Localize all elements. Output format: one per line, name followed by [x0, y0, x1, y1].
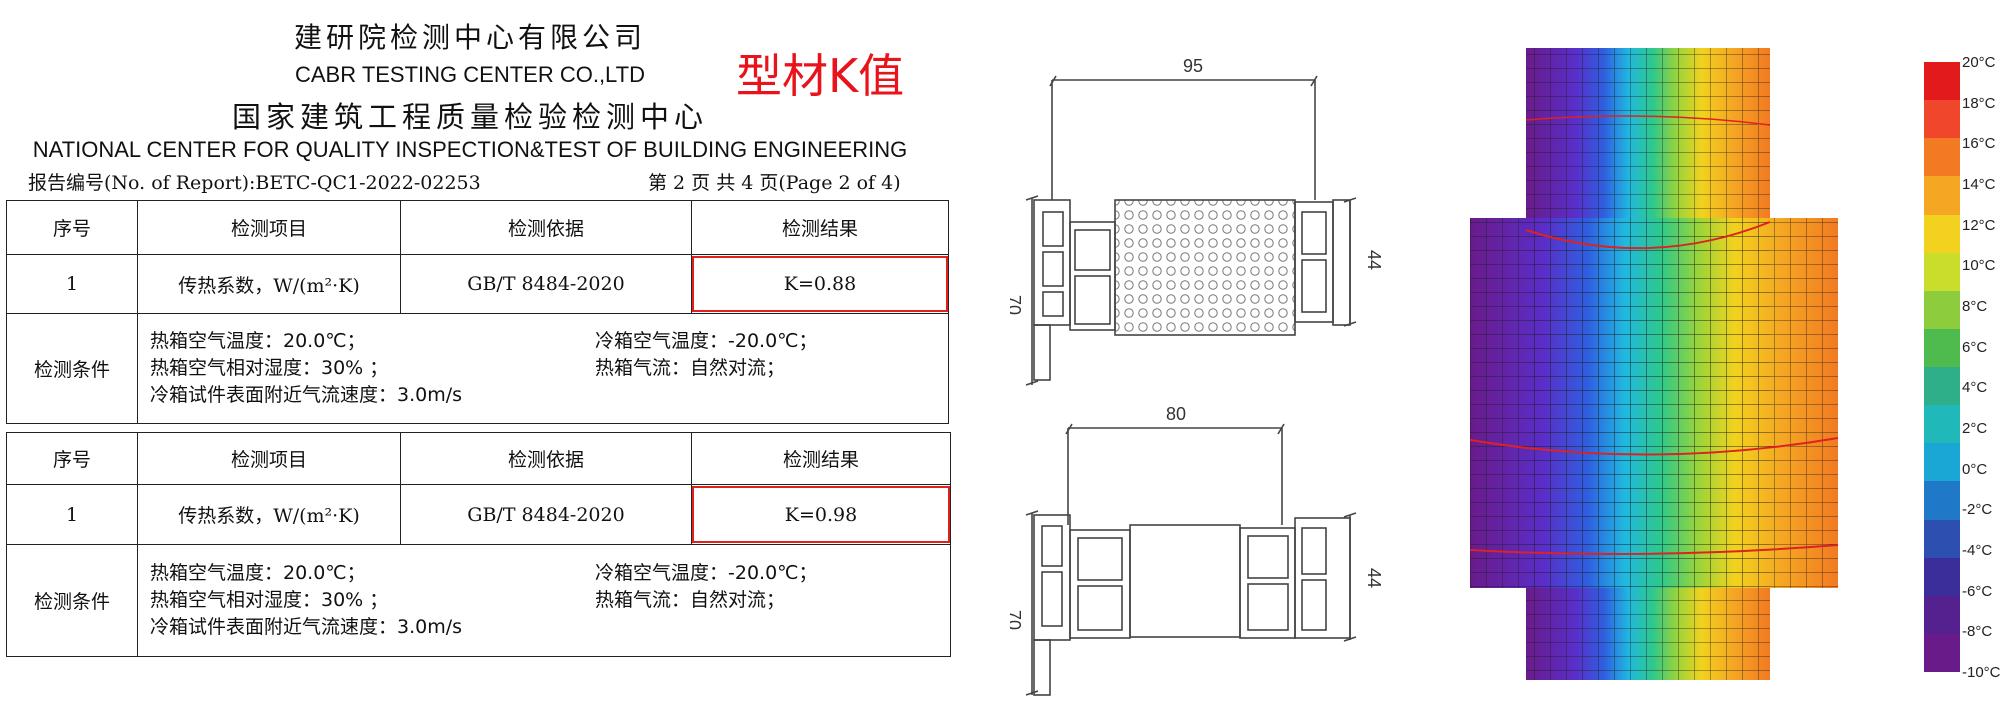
thermal-field — [1470, 48, 1839, 680]
colorbar-segment — [1924, 138, 1960, 177]
hot-box-temp: 热箱空气温度：20.0℃； — [150, 330, 366, 352]
cold-box-air-speed: 冷箱试件表面附近气流速度：3.0m/s — [150, 384, 463, 406]
row-no: 1 — [6, 254, 138, 314]
colorbar-label: -6°C — [1962, 582, 1993, 600]
colorbar-label: -10°C — [1962, 664, 2001, 681]
colorbar-segment — [1924, 176, 1960, 215]
profile-section-top — [1025, 75, 1357, 386]
profile-drawings: 95 70 44 80 70 44 — [1010, 56, 1384, 696]
top-height-dimension: 70 — [1010, 295, 1024, 315]
header-no: 序号 — [6, 432, 138, 485]
header-no: 序号 — [6, 200, 138, 255]
result-value: K=0.88 — [783, 273, 857, 295]
conditions-label: 检测条件 — [6, 313, 138, 424]
test-result-table-1: 序号 检测项目 检测依据 检测结果 1 传热系数，W/(m²·K) GB/T 8… — [6, 200, 949, 424]
center-name-en: NATIONAL CENTER FOR QUALITY INSPECTION&T… — [32, 137, 908, 162]
hot-box-airflow: 热箱气流：自然对流； — [595, 589, 786, 611]
colorbar-label: 10°C — [1962, 257, 1996, 275]
colorbar-label: 2°C — [1962, 420, 1988, 437]
conditions-text: 热箱空气温度：20.0℃； 冷箱空气温度：-20.0℃； 热箱空气相对湿度：30%… — [137, 544, 951, 657]
cold-box-air-speed: 冷箱试件表面附近气流速度：3.0m/s — [150, 616, 463, 638]
colorbar-label: 0°C — [1962, 460, 1988, 478]
colorbar-label: 8°C — [1962, 298, 1988, 315]
conditions-text: 热箱空气温度：20.0℃； 冷箱空气温度：-20.0℃； 热箱空气相对湿度：30%… — [137, 313, 949, 424]
cold-box-temp: 冷箱空气温度：-20.0℃； — [595, 330, 818, 352]
org-name-cn: 建研院检测中心有限公司 — [293, 21, 646, 54]
colorbar-segment — [1924, 100, 1960, 139]
top-width-dimension: 95 — [1183, 56, 1203, 76]
cold-box-temp: 冷箱空气温度：-20.0℃； — [595, 562, 818, 584]
header-result: 检测结果 — [691, 200, 949, 255]
colorbar-segment — [1924, 367, 1960, 406]
thermal-simulation-image — [1470, 48, 1839, 680]
colorbar-label: 4°C — [1962, 379, 1988, 397]
row-result: K=0.98 — [691, 484, 951, 545]
top-right-dimension: 44 — [1364, 250, 1384, 270]
colorbar-segment — [1924, 633, 1960, 672]
colorbar-segment — [1924, 252, 1960, 291]
result-highlight-box — [692, 486, 950, 543]
row-item: 传热系数，W/(m²·K) — [137, 254, 401, 314]
org-name-en: CABR TESTING CENTER CO.,LTD — [294, 62, 645, 87]
hot-box-temp: 热箱空气温度：20.0℃； — [150, 562, 366, 584]
result-value: K=0.98 — [784, 503, 858, 526]
bottom-right-dimension: 44 — [1364, 568, 1384, 588]
k-value-annotation: 型材K值 — [736, 49, 905, 103]
header-item: 检测项目 — [137, 432, 401, 485]
colorbar-label: -8°C — [1962, 623, 1993, 641]
colorbar-segment — [1924, 328, 1960, 367]
colorbar-label: 20°C — [1962, 54, 1996, 71]
hot-box-humidity: 热箱空气相对湿度：30% ； — [150, 357, 389, 379]
colorbar-label: 16°C — [1962, 135, 1996, 153]
colorbar-segment — [1924, 519, 1960, 558]
conditions-label: 检测条件 — [6, 544, 138, 657]
colorbar-segment — [1924, 443, 1960, 482]
center-name-cn: 国家建筑工程质量检验检测中心 — [231, 100, 708, 134]
profile-section-bottom — [1025, 423, 1357, 696]
header-basis: 检测依据 — [400, 432, 692, 485]
report-number: 报告编号(No. of Report):BETC-QC1-2022-02253 — [28, 172, 481, 194]
hot-box-airflow: 热箱气流：自然对流； — [595, 357, 786, 379]
row-result: K=0.88 — [691, 254, 949, 314]
colorbar-segment — [1924, 62, 1960, 101]
colorbar-segment — [1924, 595, 1960, 634]
page-number: 第 2 页 共 4 页(Page 2 of 4) — [648, 172, 901, 194]
colorbar-label: -2°C — [1962, 501, 1993, 519]
colorbar-label: 14°C — [1962, 176, 1996, 193]
row-item: 传热系数，W/(m²·K) — [137, 484, 401, 545]
colorbar-segment — [1924, 290, 1960, 329]
header-basis: 检测依据 — [400, 200, 692, 255]
hot-box-humidity: 热箱空气相对湿度：30% ； — [150, 589, 389, 611]
colorbar-label: -4°C — [1962, 542, 1993, 559]
colorbar-label: 12°C — [1962, 216, 1996, 234]
bottom-height-dimension: 70 — [1010, 610, 1024, 630]
result-highlight-box — [692, 256, 948, 312]
colorbar-segment — [1924, 481, 1960, 520]
bottom-width-dimension: 80 — [1166, 404, 1186, 424]
header-result: 检测结果 — [691, 432, 951, 485]
colorbar-label: 6°C — [1962, 338, 1988, 356]
colorbar-segment — [1924, 405, 1960, 444]
colorbar-label: 18°C — [1962, 94, 1996, 112]
header-item: 检测项目 — [137, 200, 401, 255]
colorbar-segment — [1924, 214, 1960, 253]
row-basis: GB/T 8484-2020 — [400, 484, 692, 545]
test-result-table-2: 序号 检测项目 检测依据 检测结果 1 传热系数，W/(m²·K) GB/T 8… — [6, 432, 951, 657]
colorbar-segment — [1924, 557, 1960, 596]
row-basis: GB/T 8484-2020 — [400, 254, 692, 314]
temperature-colorbar — [1924, 62, 1960, 672]
row-no: 1 — [6, 484, 138, 545]
